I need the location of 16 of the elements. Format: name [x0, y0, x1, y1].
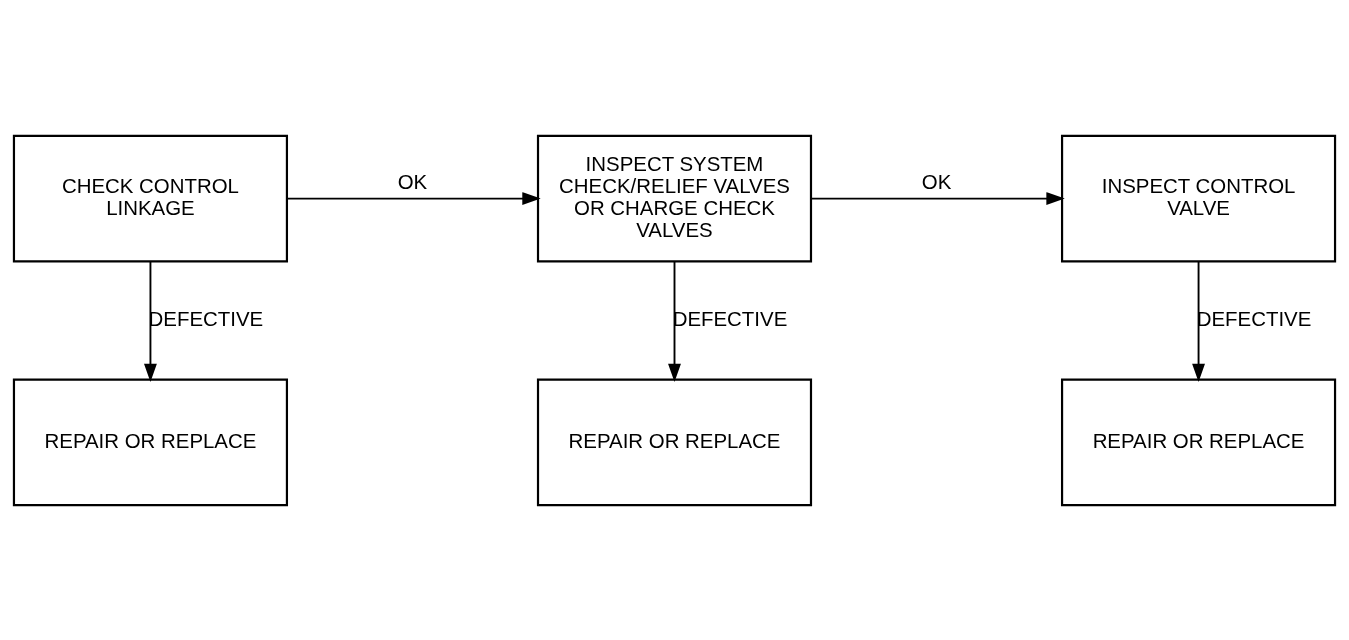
edge-label: OK: [921, 170, 952, 193]
arrow: [286, 191, 541, 205]
edge-label: DEFECTIVE: [672, 307, 788, 330]
node-box: CHECK CONTROL LINKAGE: [12, 134, 289, 262]
node-box: REPAIR OR REPLACE: [1060, 378, 1337, 506]
edge-label: DEFECTIVE: [1196, 307, 1312, 330]
arrow: [1192, 260, 1205, 382]
node-box: REPAIR OR REPLACE: [536, 378, 813, 506]
arrow: [810, 191, 1065, 205]
edge-label: DEFECTIVE: [148, 307, 264, 330]
node-box: INSPECT CONTROL VALVE: [1060, 134, 1337, 262]
node-box: INSPECT SYSTEM CHECK/RELIEF VALVES OR CHARGE CHECK VALVES: [536, 134, 813, 262]
node-box: REPAIR OR REPLACE: [12, 378, 289, 506]
arrow: [144, 260, 157, 382]
edge-label: OK: [397, 170, 428, 193]
arrow: [668, 260, 681, 382]
